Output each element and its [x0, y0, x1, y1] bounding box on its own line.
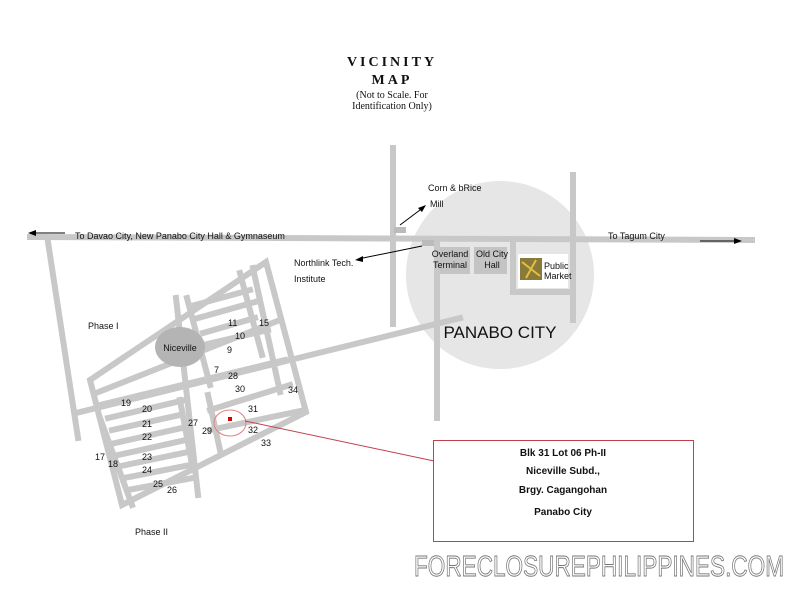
arrow-east-head-icon	[734, 238, 742, 244]
market-image-detail	[521, 259, 541, 279]
market-label-1: Public	[544, 261, 569, 271]
mill-label-1: Corn & bRice	[428, 183, 482, 193]
road-segment	[104, 396, 189, 422]
block-number: 21	[142, 419, 152, 429]
road-segment	[114, 436, 190, 459]
block-number: 28	[228, 371, 238, 381]
block-number: 10	[235, 331, 245, 341]
niceville-label: Niceville	[163, 343, 197, 353]
road-west	[44, 238, 82, 442]
mill-marker	[394, 227, 406, 233]
arrow-west-head-icon	[28, 230, 36, 236]
map-note-line1: (Not to Scale. For	[356, 90, 428, 101]
road-segment	[206, 381, 294, 414]
info-block-lot: Blk 31 Lot 06 Ph-II	[520, 448, 606, 459]
niceville-oval	[155, 327, 205, 367]
block-number: 34	[288, 385, 298, 395]
oldhall-label-1: Old City	[476, 249, 509, 259]
block-number: 15	[259, 318, 269, 328]
road-segment	[236, 269, 266, 359]
road-segment	[108, 411, 184, 434]
overland-label-2: Terminal	[433, 260, 467, 270]
map-title-line1: VICINITY	[347, 55, 437, 70]
block-number: 11	[228, 318, 237, 328]
property-info-box	[433, 440, 694, 542]
block-number: 17	[95, 452, 105, 462]
road-segment	[199, 314, 259, 337]
block-number: 18	[108, 459, 118, 469]
block-number: 30	[235, 384, 245, 394]
road-segment	[120, 461, 194, 482]
city-label: PANABO CITY	[443, 323, 556, 342]
map-title-line2: MAP	[372, 73, 413, 88]
road-segment	[191, 286, 254, 309]
road-segment	[249, 264, 284, 396]
overland-terminal	[440, 247, 470, 274]
northlink-marker	[422, 240, 434, 246]
info-barangay: Brgy. Cagangohan	[519, 485, 607, 496]
mill-arrow-icon	[418, 205, 426, 212]
watermark: FORECLOSUREPHILIPPINES.COM	[414, 551, 784, 583]
block-number: 29	[202, 426, 212, 436]
block-number: 27	[188, 418, 198, 428]
map-note-line2: Identification Only)	[352, 101, 432, 112]
block-number: 22	[142, 432, 152, 442]
market-label-2: Market	[544, 271, 572, 281]
info-subdivision: Niceville Subd.,	[526, 466, 600, 477]
road-segment	[111, 424, 186, 447]
block-number: 33	[261, 438, 271, 448]
old-city-hall	[474, 247, 507, 274]
callout-line	[244, 420, 435, 462]
mill-label-2: Mill	[430, 199, 444, 209]
road-label-east: To Tagum City	[608, 231, 665, 241]
road-segment	[176, 396, 197, 474]
block-number: 25	[153, 479, 163, 489]
block-number: 32	[248, 425, 258, 435]
phase1-label: Phase I	[88, 321, 119, 331]
property-marker-icon	[228, 417, 232, 421]
northlink-pointer	[357, 245, 423, 260]
block-number: 7	[214, 365, 219, 375]
info-city: Panabo City	[534, 507, 592, 518]
block-number: 9	[227, 345, 232, 355]
property-highlight	[213, 409, 247, 437]
block-number: 31	[248, 404, 258, 414]
northlink-label-1: Northlink Tech.	[294, 258, 353, 268]
road-segment	[117, 448, 192, 470]
block-number: 19	[121, 398, 131, 408]
road-segment	[206, 406, 309, 434]
road-segment	[96, 356, 289, 409]
block-number: 20	[142, 404, 152, 414]
road-label-west: To Davao City, New Panabo City Hall & Gy…	[75, 231, 285, 241]
block-numbers: 11 15 10 9 7 28 30 34 19 20 21 22 27 29 …	[95, 318, 298, 495]
road-segment	[124, 474, 197, 494]
block-number: 26	[167, 485, 177, 495]
overland-label-1: Overland	[432, 249, 469, 259]
northlink-arrow-icon	[355, 256, 363, 262]
block-number: 23	[142, 452, 152, 462]
phase2-label: Phase II	[135, 527, 168, 537]
northlink-label-2: Institute	[294, 274, 326, 284]
oldhall-label-2: Hall	[484, 260, 500, 270]
block-number: 24	[142, 465, 152, 475]
